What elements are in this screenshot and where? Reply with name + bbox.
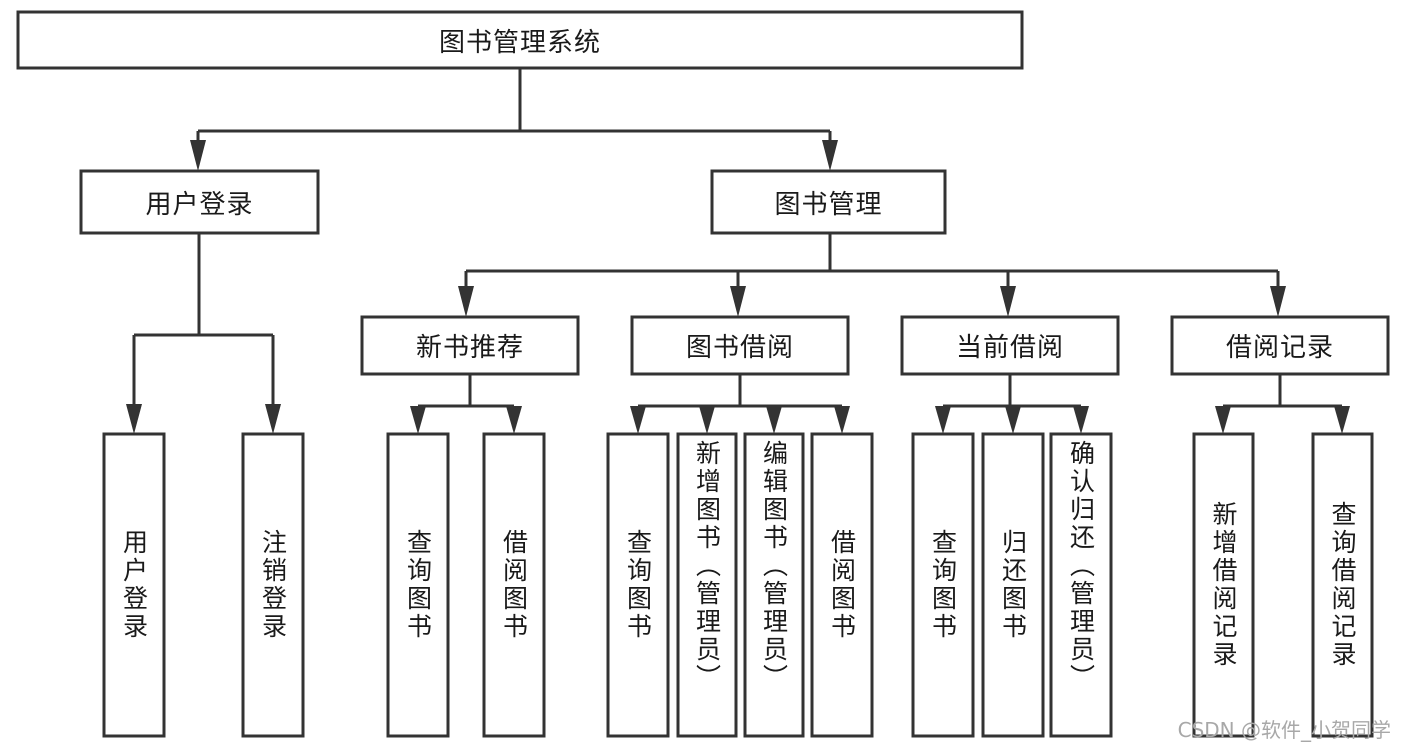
connector-group-root: [190, 68, 838, 171]
node-box-book-borrow[interactable]: [630, 315, 850, 376]
arrowhead-leaf-edit-book-admin: [766, 406, 782, 434]
node-box-leaf-query-book-2[interactable]: [606, 432, 670, 738]
node-box-user-login[interactable]: [79, 169, 320, 235]
arrowhead-borrow-record: [1270, 286, 1286, 317]
node-box-leaf-borrow-book-1[interactable]: [482, 432, 546, 738]
arrowhead-leaf-query-book-3: [935, 406, 951, 434]
arrowhead-leaf-borrow-book-2: [834, 406, 850, 434]
arrowhead-leaf-add-borrow-record: [1215, 406, 1231, 434]
arrowhead-leaf-logout-login: [265, 404, 281, 434]
node-box-leaf-borrow-book-2[interactable]: [810, 432, 874, 738]
node-box-borrow-record[interactable]: [1170, 315, 1390, 376]
arrowhead-leaf-user-login: [126, 404, 142, 434]
node-box-leaf-add-borrow-record[interactable]: [1192, 432, 1255, 738]
node-box-leaf-return-book[interactable]: [981, 432, 1045, 738]
arrowhead-leaf-add-book-admin: [699, 406, 715, 434]
arrowhead-current-borrow: [1000, 286, 1016, 317]
node-box-leaf-query-borrow-record[interactable]: [1311, 432, 1374, 738]
connector-group-user-login: [126, 233, 281, 434]
arrowhead-book-borrow: [730, 286, 746, 317]
connector-group-book-manage: [458, 233, 1286, 317]
arrowhead-leaf-query-book-1: [410, 406, 426, 434]
connector-group-book-borrow: [630, 374, 850, 434]
arrowhead-leaf-confirm-return-admin: [1073, 406, 1089, 434]
node-box-leaf-confirm-return-admin[interactable]: [1049, 432, 1113, 738]
node-box-leaf-logout-login[interactable]: [241, 432, 305, 738]
arrowhead-new-book-recommend: [458, 286, 474, 317]
arrowhead-book-manage: [822, 140, 838, 171]
connector-group-borrow-record: [1215, 374, 1350, 434]
node-box-current-borrow[interactable]: [900, 315, 1120, 376]
arrowhead-leaf-return-book: [1005, 406, 1021, 434]
node-box-root[interactable]: [16, 10, 1024, 70]
arrowhead-leaf-query-book-2: [630, 406, 646, 434]
arrowhead-leaf-query-borrow-record: [1334, 406, 1350, 434]
node-box-leaf-query-book-1[interactable]: [386, 432, 450, 738]
node-box-new-book-recommend[interactable]: [360, 315, 580, 376]
arrowhead-user-login: [190, 140, 206, 171]
watermark: CSDN @软件_小贺同学: [1177, 718, 1391, 742]
connector-group-current-borrow: [935, 374, 1089, 434]
node-box-leaf-add-book-admin[interactable]: [676, 432, 738, 738]
arrowhead-leaf-borrow-book-1: [506, 406, 522, 434]
connector-group-new-book-recommend: [410, 374, 522, 434]
node-box-book-manage[interactable]: [710, 169, 947, 235]
node-box-leaf-edit-book-admin[interactable]: [743, 432, 805, 738]
node-box-leaf-user-login[interactable]: [102, 432, 166, 738]
node-box-leaf-query-book-3[interactable]: [911, 432, 975, 738]
